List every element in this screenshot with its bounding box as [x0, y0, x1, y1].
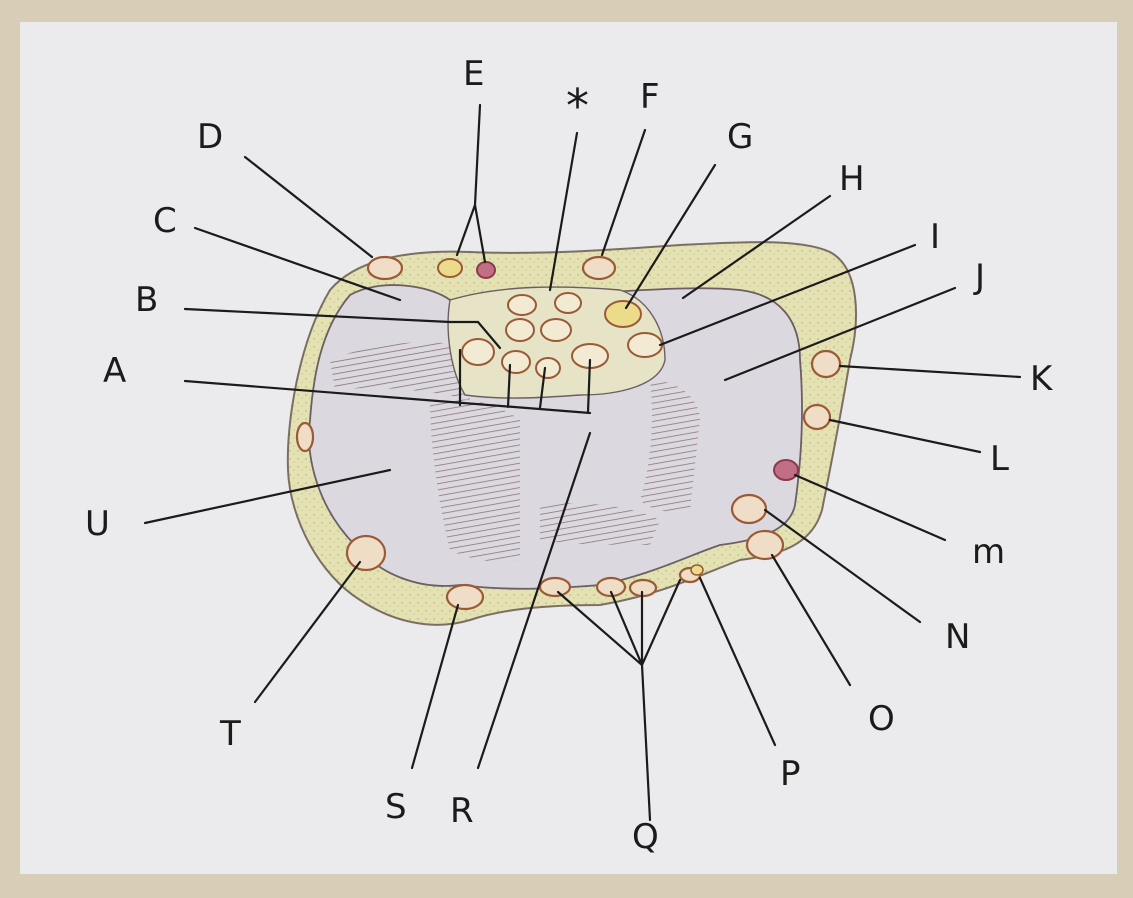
label-C: C — [153, 201, 177, 241]
radial-artery — [774, 460, 798, 480]
label-F: F — [640, 77, 660, 117]
label-H: H — [839, 159, 865, 199]
label-E: E — [463, 54, 484, 94]
label-G: G — [727, 117, 753, 157]
label-B: B — [135, 280, 158, 320]
label-A: A — [103, 351, 126, 391]
label-P: P — [780, 754, 801, 794]
label-S: S — [385, 787, 407, 827]
label-N: N — [945, 617, 970, 657]
label-J: J — [973, 257, 985, 297]
ulnar-nerve — [438, 259, 462, 277]
label-O: O — [868, 699, 895, 739]
label-T: T — [219, 714, 241, 754]
label-L: L — [990, 439, 1009, 479]
median-nerve — [605, 301, 641, 327]
label-D: D — [197, 117, 223, 157]
label-K: K — [1030, 359, 1054, 399]
label-I: I — [930, 217, 940, 257]
label-R: R — [450, 791, 474, 831]
ulnar-artery — [477, 262, 495, 278]
label-star: * — [566, 79, 589, 133]
label-U: U — [85, 504, 110, 544]
radial-nerve-branch — [691, 565, 703, 575]
label-M: m — [972, 532, 1005, 572]
label-Q: Q — [632, 817, 659, 857]
